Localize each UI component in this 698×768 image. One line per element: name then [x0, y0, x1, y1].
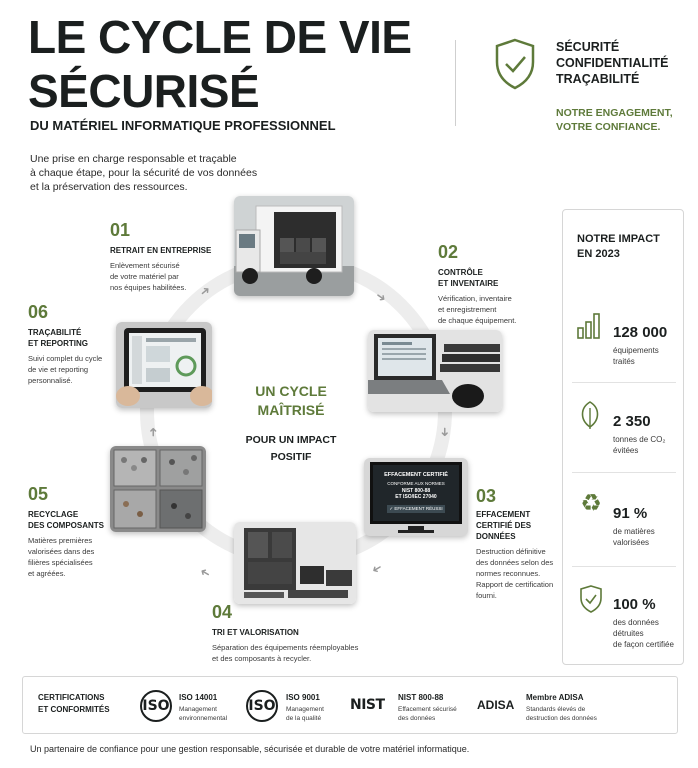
adisa-logo: ADISA [477, 698, 515, 712]
truck-image [234, 196, 354, 296]
arrow-right-icon: ➜ [197, 564, 213, 582]
page-subtitle: DU MATÉRIEL INFORMATIQUE PROFESSIONNEL [30, 118, 336, 133]
arrow-right-icon: ➜ [369, 560, 385, 578]
values-list: SÉCURITÉ CONFIDENTIALITÉ TRAÇABILITÉ [556, 39, 669, 87]
shield-check-icon [495, 38, 535, 90]
cycle-step-04: 04 TRI ET VALORISATION Séparation des éq… [212, 602, 359, 663]
value-item: CONFIDENTIALITÉ [556, 56, 669, 70]
header-divider [455, 40, 456, 126]
cycle-center-subtitle: POUR UN IMPACT POSITIF [245, 434, 337, 463]
recycle-icon: ♻ [580, 489, 602, 517]
impact-divider [572, 382, 676, 383]
certifications-bar [22, 676, 678, 734]
sorting-equipment-image [234, 522, 356, 604]
iso-logo: ISO [246, 690, 278, 722]
certifications-heading: CERTIFICATIONS ET CONFORMITÉS [38, 693, 110, 714]
iso-logo: ISO [140, 690, 172, 722]
shield-check-icon [580, 585, 602, 613]
cycle-step-02: 02 CONTRÔLE ET INVENTAIRE Vérification, … [438, 242, 517, 325]
cycle-step-05: 05 RECYCLAGE DES COMPOSANTS Matières pre… [28, 484, 105, 578]
cycle-step-03: 03 EFFACEMENT CERTIFIÉ DES DONNÉES Destr… [476, 486, 554, 600]
monitor-screen: EFFACEMENT CERTIFIÉ CONFORME AUX NORMES … [370, 462, 462, 524]
impact-stat: 100 % des données détruites de façon cer… [613, 596, 674, 649]
intro-text: Une prise en charge responsable et traça… [30, 153, 258, 193]
impact-stat: 91 % de matières valorisées [613, 505, 655, 547]
cycle-step-06: 06 TRAÇABILITÉ ET REPORTING Suivi comple… [28, 302, 103, 385]
arrow-right-icon: ➜ [146, 426, 161, 438]
cycle-step-01: 01 RETRAIT EN ENTREPRISE Enlèvement sécu… [110, 220, 212, 292]
impact-stat: 2 350 tonnes de CO₂ évitées [613, 413, 666, 455]
value-item: TRAÇABILITÉ [556, 72, 640, 86]
status-badge: ✓ EFFACEMENT RÉUSSI [387, 505, 445, 513]
page-title: LE CYCLE DE VIE SÉCURISÉ [28, 11, 412, 117]
tablet-reporting-image [116, 322, 212, 408]
cert-iso-9001: ISO 9001 Management de la qualité [286, 693, 324, 722]
laptop-inventory-image [368, 330, 502, 412]
impact-panel [562, 209, 684, 665]
impact-stat: 128 000 équipements traités [613, 324, 668, 366]
cycle-center-title: UN CYCLE MAÎTRISÉ [255, 383, 327, 418]
footer-text: Un partenaire de confiance pour une gest… [30, 744, 470, 754]
leaf-icon [581, 401, 599, 429]
recycled-components-image [110, 446, 206, 532]
impact-title: NOTRE IMPACT EN 2023 [577, 233, 660, 260]
value-item: SÉCURITÉ [556, 40, 620, 54]
engagement-text: NOTRE ENGAGEMENT, VOTRE CONFIANCE. [556, 107, 673, 133]
cert-nist: NIST 800-88 Effacement sécurisé des donn… [398, 693, 457, 722]
bar-chart-icon [577, 313, 600, 339]
data-wipe-monitor-image: EFFACEMENT CERTIFIÉ CONFORME AUX NORMES … [364, 458, 468, 536]
cert-iso-14001: ISO 14001 Management environnemental [179, 693, 228, 722]
arrow-right-icon: ➜ [438, 426, 453, 438]
cert-adisa: Membre ADISA Standards élevés de destruc… [526, 693, 597, 722]
impact-divider [572, 566, 676, 567]
nist-logo: NIST [350, 697, 385, 713]
impact-divider [572, 472, 676, 473]
